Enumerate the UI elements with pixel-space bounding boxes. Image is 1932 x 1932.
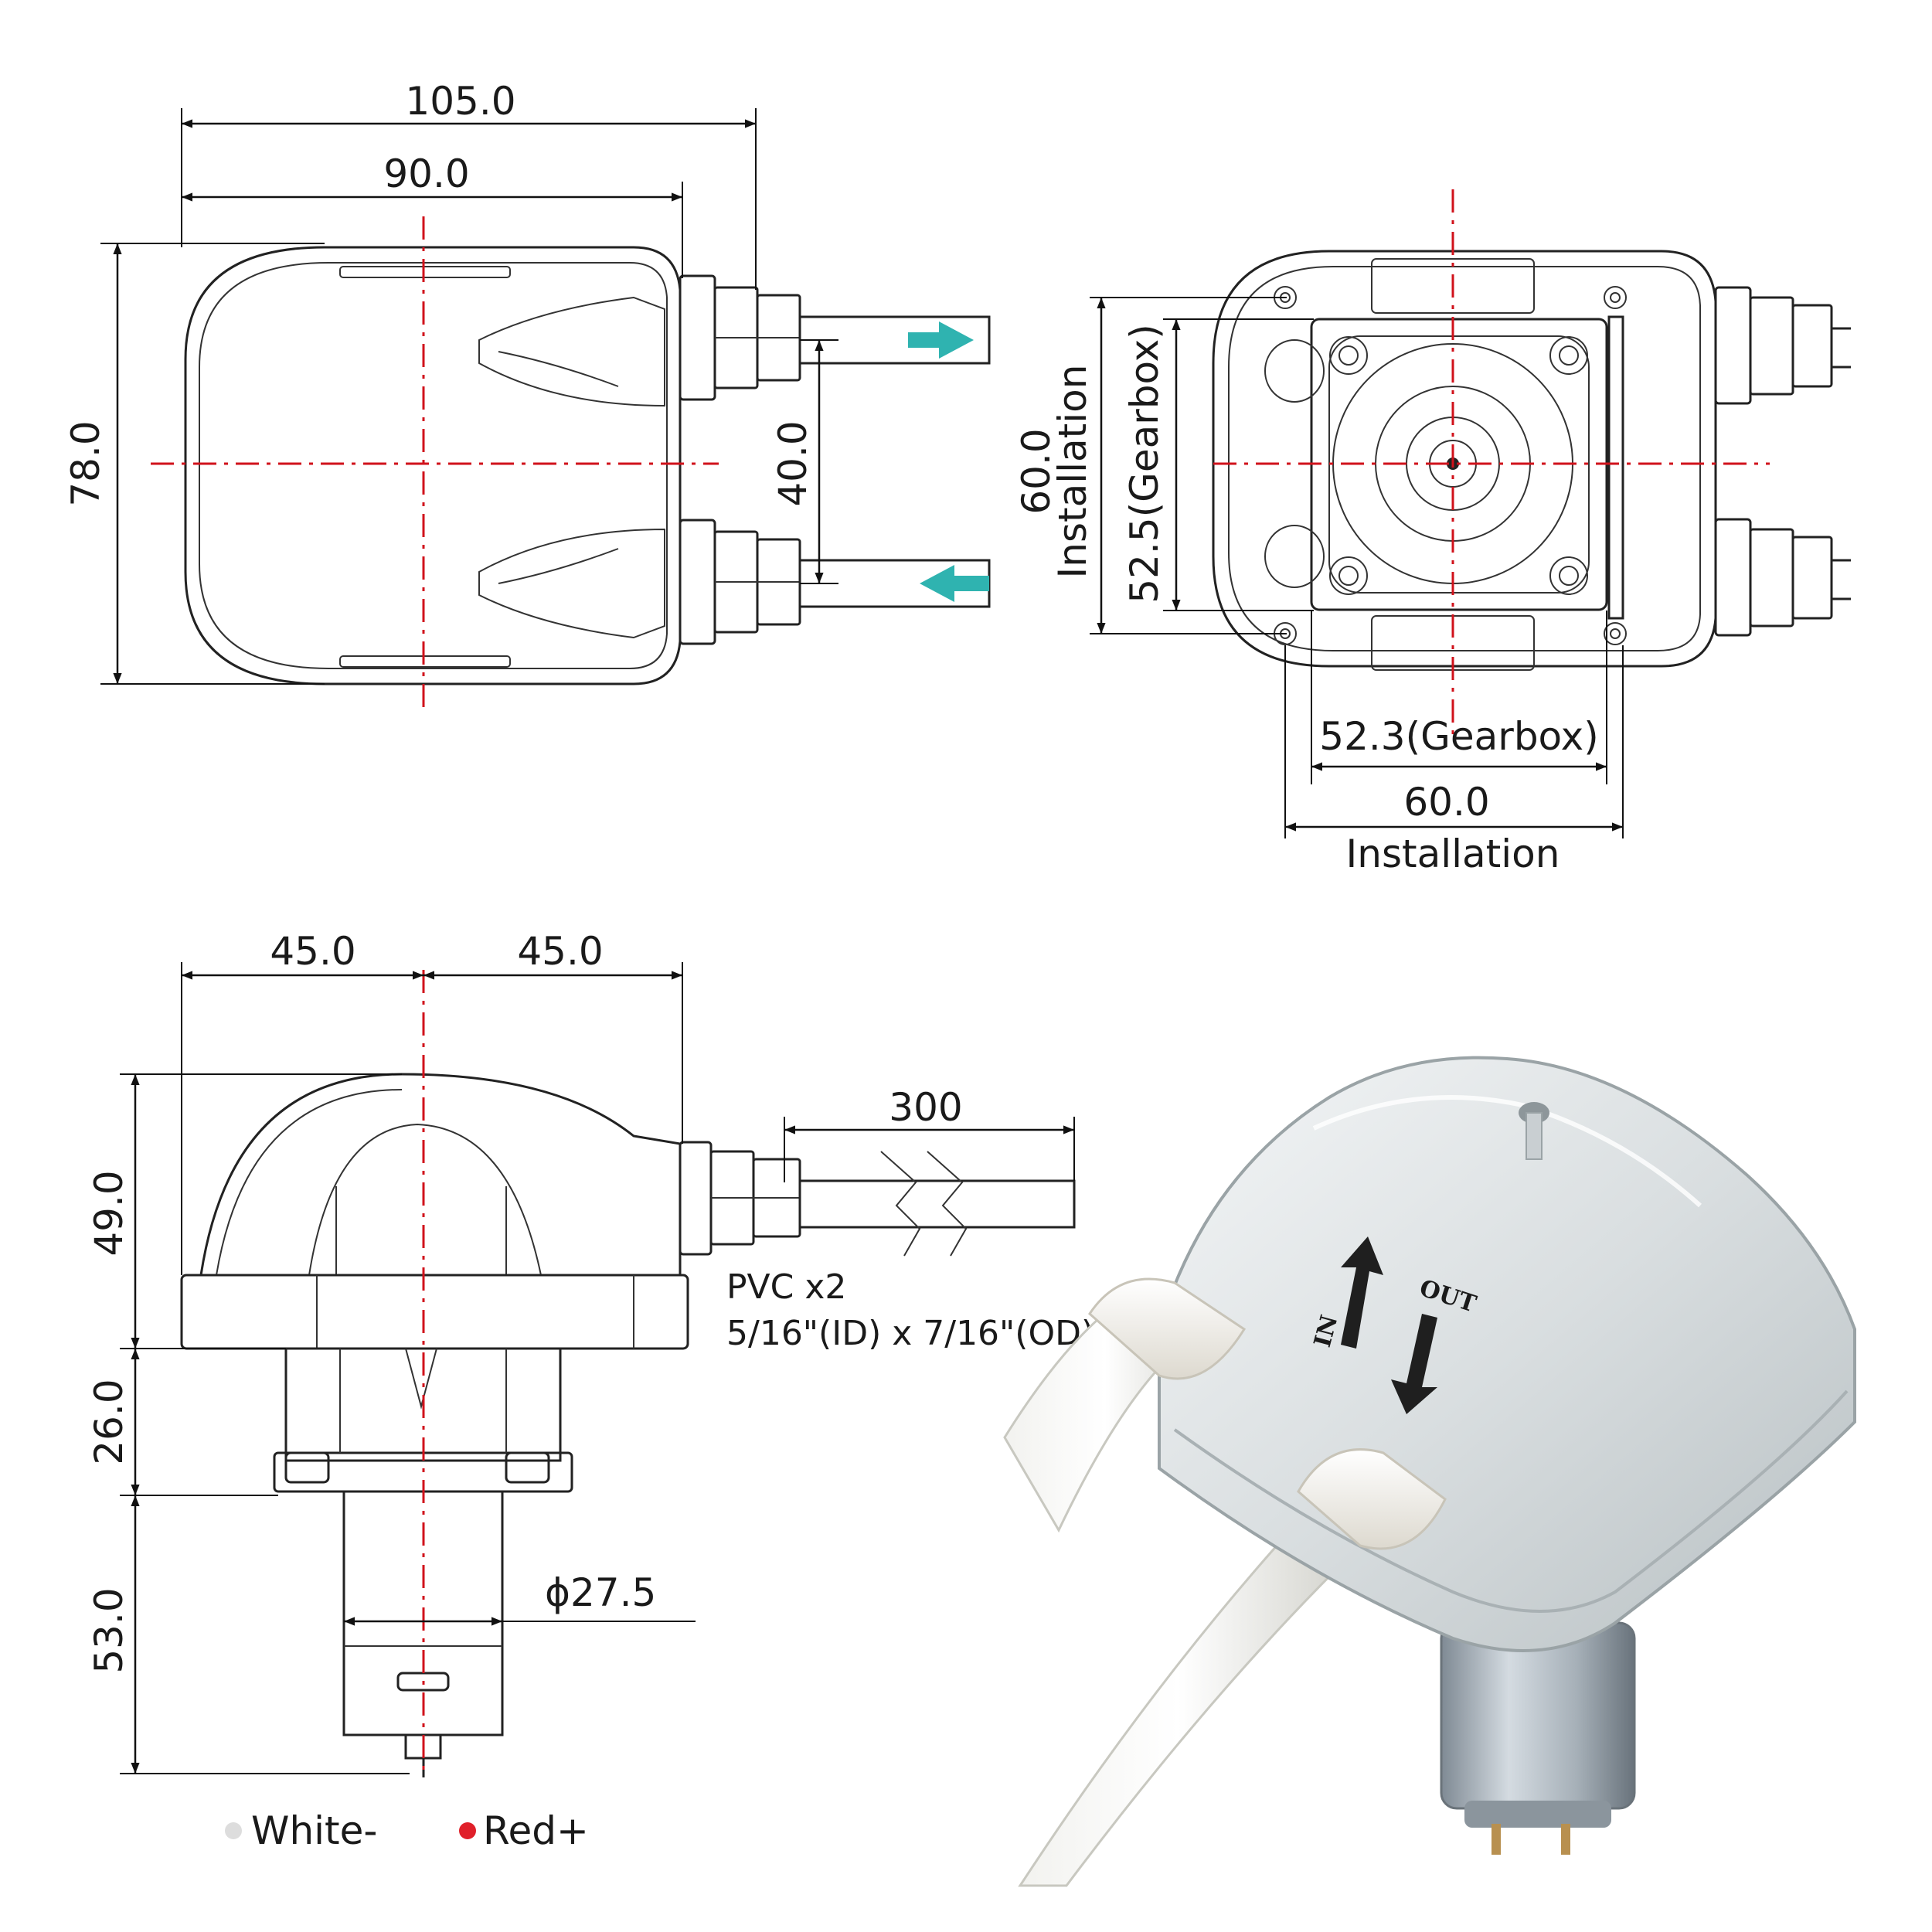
side-view-base-plate bbox=[180, 1274, 689, 1350]
dim-gearbox-height: 26.0 bbox=[87, 1379, 131, 1464]
white-wire-dot bbox=[225, 1822, 242, 1839]
back-view-port-upper bbox=[1714, 286, 1851, 405]
dim-head-height: 49.0 bbox=[87, 1170, 131, 1256]
dim-tube-length: 300 bbox=[889, 1085, 962, 1130]
side-view: 45.0 45.0 300 PVC x2 5/16"(ID) x 7/16"(O… bbox=[87, 929, 1094, 1853]
side-view-tube bbox=[798, 1179, 1076, 1229]
dim-body-length: 90.0 bbox=[383, 151, 469, 196]
dim-motor-height: 53.0 bbox=[87, 1587, 131, 1673]
flow-in-arrow bbox=[920, 565, 989, 602]
white-negative-label: White- bbox=[251, 1808, 377, 1853]
dim-motor-diameter: ϕ27.5 bbox=[545, 1570, 656, 1615]
flow-out-arrow bbox=[908, 321, 974, 359]
photo-in-arrow-icon bbox=[1341, 1236, 1383, 1349]
dim-left-half: 45.0 bbox=[270, 929, 355, 974]
top-view-port-upper bbox=[679, 274, 801, 401]
top-view-inlet-channel bbox=[478, 296, 665, 407]
dim-installation-h-value: 60.0 bbox=[1403, 780, 1489, 825]
tube-break-symbol bbox=[880, 1151, 968, 1257]
side-view-head bbox=[199, 1073, 682, 1277]
tube-size-label: 5/16"(ID) x 7/16"(OD) bbox=[726, 1314, 1094, 1353]
red-wire-dot bbox=[459, 1822, 476, 1839]
dim-gearbox-h: 52.3(Gearbox) bbox=[1319, 714, 1598, 759]
dim-height: 78.0 bbox=[63, 420, 108, 506]
back-view-housing bbox=[1212, 250, 1717, 668]
top-view: 105.0 90.0 78.0 40.0 bbox=[63, 79, 991, 715]
dim-installation-h-label: Installation bbox=[1346, 832, 1560, 876]
top-view-port-lower bbox=[679, 519, 801, 645]
dim-port-spacing: 40.0 bbox=[770, 420, 815, 506]
red-positive-label: Red+ bbox=[483, 1808, 589, 1853]
top-view-body-outline bbox=[184, 246, 682, 685]
photo-fitting-out bbox=[1297, 1448, 1447, 1550]
back-view: 60.0 Installation 52.5(Gearbox) 52.3(Gea… bbox=[1014, 189, 1851, 876]
top-view-outlet-channel bbox=[478, 528, 665, 639]
back-view-port-lower bbox=[1714, 518, 1851, 637]
dim-installation-v-value: 60.0 bbox=[1014, 428, 1059, 514]
tube-material-label: PVC x2 bbox=[726, 1267, 846, 1307]
photo-tube-bottom bbox=[1018, 1528, 1339, 1887]
pump-photo: IN OUT bbox=[1003, 1056, 1856, 1887]
dim-gearbox-v: 52.5(Gearbox) bbox=[1122, 324, 1167, 603]
photo-out-arrow-icon bbox=[1391, 1314, 1437, 1414]
dim-overall-length: 105.0 bbox=[405, 79, 515, 124]
dim-installation-v-label: Installation bbox=[1050, 365, 1095, 579]
photo-fitting-in bbox=[1088, 1277, 1247, 1380]
dim-right-half: 45.0 bbox=[517, 929, 603, 974]
